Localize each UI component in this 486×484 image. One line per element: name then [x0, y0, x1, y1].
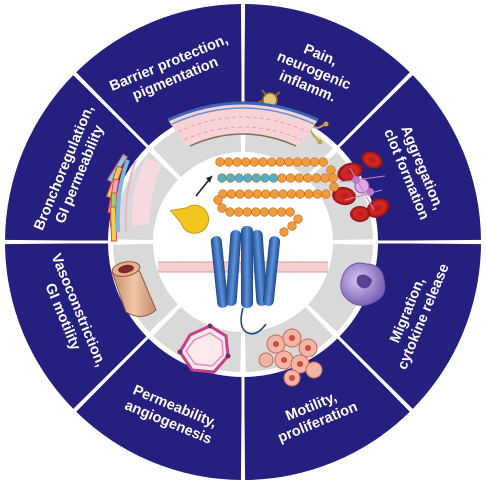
amino-acid-bead — [259, 207, 270, 217]
amino-acid-bead — [286, 173, 296, 183]
amino-acid-bead — [249, 157, 259, 167]
amino-acid-bead — [329, 182, 339, 192]
amino-acid-bead — [285, 207, 295, 217]
immune-cell-icon — [340, 262, 386, 306]
amino-acid-bead — [292, 157, 303, 167]
amino-acid-bead — [293, 214, 303, 224]
amino-acid-bead — [234, 207, 244, 217]
amino-acid-bead — [279, 227, 289, 237]
segment-vasoconstriction — [5, 243, 149, 409]
amino-acid-bead — [232, 157, 242, 167]
peptide-chain — [213, 157, 339, 237]
amino-acid-bead — [275, 157, 285, 167]
endothelial-ring-icon — [177, 323, 231, 374]
amino-acid-bead — [226, 189, 236, 199]
amino-acid-bead — [269, 189, 280, 199]
amino-acid-bead — [242, 207, 252, 217]
amino-acid-bead — [215, 157, 225, 167]
amino-acid-bead — [243, 173, 253, 183]
amino-acid-bead — [261, 189, 271, 199]
amino-acid-bead — [241, 157, 251, 167]
segment-permeability — [76, 336, 242, 480]
skin-layers-icon — [167, 101, 319, 147]
amino-acid-bead — [269, 173, 279, 183]
tumor-cells-icon — [258, 328, 323, 387]
segment-divider — [72, 71, 182, 181]
amino-acid-bead — [303, 173, 313, 183]
amino-acid-bead — [310, 157, 320, 167]
amino-acid-bead — [278, 189, 288, 199]
amino-acid-bead — [301, 157, 311, 167]
amino-acid-bead — [295, 189, 305, 199]
blood-vessel-icon — [111, 261, 157, 317]
amino-acid-bead — [224, 157, 234, 167]
segment-aggregation — [337, 75, 481, 241]
amino-acid-bead — [217, 203, 227, 213]
amino-acid-bead — [284, 157, 294, 167]
amino-acid-bead — [304, 189, 314, 199]
amino-acid-bead — [234, 173, 244, 183]
amino-acid-bead — [217, 173, 227, 183]
amino-acid-bead — [251, 173, 261, 183]
amino-acid-bead — [328, 173, 338, 183]
segment-divider — [72, 303, 182, 413]
amino-acid-bead — [258, 157, 268, 167]
amino-acid-bead — [244, 189, 254, 199]
amino-acid-bead — [287, 189, 297, 199]
amino-acid-bead — [277, 173, 287, 183]
amino-acid-bead — [277, 207, 287, 217]
amino-acid-bead — [235, 189, 245, 199]
epithelium-icon — [106, 153, 162, 242]
segment-divider — [304, 303, 414, 413]
platelet-clot-icon — [332, 151, 390, 222]
par-receptor-illustration — [158, 157, 339, 335]
amino-acid-bead — [321, 189, 331, 199]
amino-acid-bead — [326, 165, 336, 175]
amino-acid-bead — [225, 207, 235, 217]
amino-acid-bead — [287, 221, 297, 231]
transmembrane-helices — [210, 226, 281, 335]
amino-acid-bead — [268, 207, 278, 217]
amino-acid-bead — [252, 189, 262, 199]
amino-acid-bead — [260, 173, 270, 183]
protease-icon — [169, 204, 210, 234]
amino-acid-bead — [318, 157, 328, 167]
amino-acid-bead — [267, 157, 277, 167]
amino-acid-bead — [218, 189, 228, 199]
amino-acid-bead — [226, 173, 236, 183]
amino-acid-bead — [213, 195, 223, 205]
amino-acid-bead — [294, 173, 304, 183]
amino-acid-bead — [312, 189, 323, 199]
amino-acid-bead — [320, 173, 330, 183]
amino-acid-bead — [251, 207, 261, 217]
amino-acid-bead — [311, 173, 322, 183]
